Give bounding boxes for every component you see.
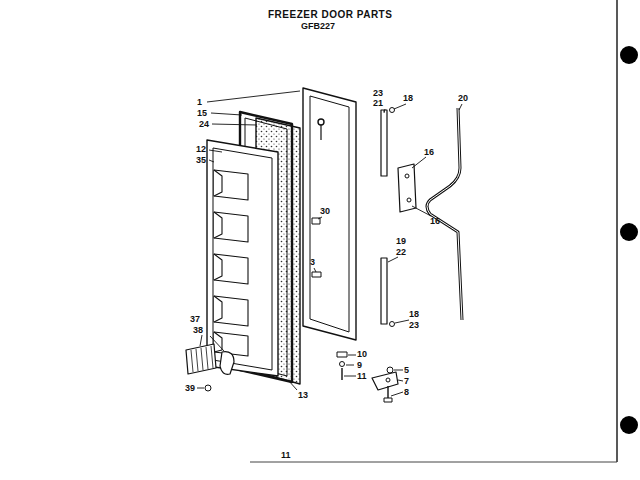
callout-number: 9 xyxy=(357,360,362,370)
callout-number: 37 xyxy=(190,314,200,324)
callout-number: 23 xyxy=(373,88,383,98)
callout-number: 20 xyxy=(458,93,468,103)
callout-number: 15 xyxy=(197,108,207,118)
callout-number: 12 xyxy=(196,144,206,154)
callout-number: 3 xyxy=(310,257,315,267)
callout-number: 38 xyxy=(193,325,203,335)
model-number: GFB227 xyxy=(301,21,335,31)
page-number: 11 xyxy=(281,450,291,460)
callout-number: 18 xyxy=(409,309,419,319)
diagram-title: FREEZER DOOR PARTS xyxy=(268,10,392,20)
callout-number: 16 xyxy=(430,216,440,226)
callout-number: 19 xyxy=(396,236,406,246)
callout-number: 11 xyxy=(357,371,367,381)
callout-number: 5 xyxy=(404,365,409,375)
callout-number: 16 xyxy=(424,147,434,157)
callout-number: 35 xyxy=(196,155,206,165)
callout-number: 1 xyxy=(197,97,202,107)
callout-number: 39 xyxy=(185,383,195,393)
callout-number: 21 xyxy=(373,98,383,108)
callout-number: 18 xyxy=(403,93,413,103)
callout-number: 13 xyxy=(298,390,308,400)
callout-number: 30 xyxy=(320,206,330,216)
callout-number: 24 xyxy=(199,119,209,129)
callout-number: 22 xyxy=(396,247,406,257)
callout-number: 8 xyxy=(404,387,409,397)
callout-number: 7 xyxy=(404,376,409,386)
callout-number: 10 xyxy=(357,349,367,359)
callout-number: 23 xyxy=(409,320,419,330)
